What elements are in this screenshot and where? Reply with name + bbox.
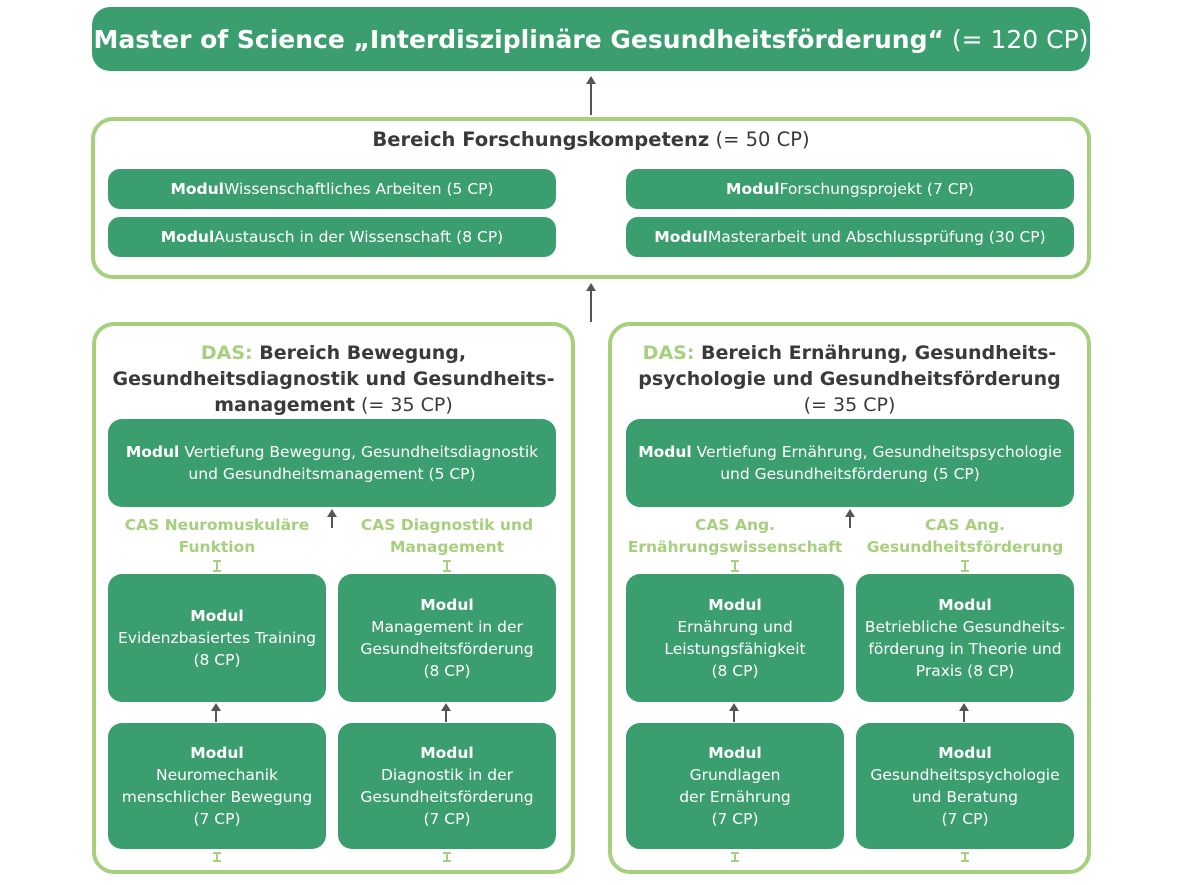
- bracket-tick: [731, 560, 739, 572]
- bracket-tick: [213, 560, 221, 572]
- module-grundlagen-ernaehrung: Modul Grundlagen der Ernährung (7 CP): [626, 723, 844, 849]
- module-forschungsprojekt: Modul Forschungsprojekt (7 CP): [626, 169, 1074, 209]
- cas-gesundheitsfoerderung: CAS Ang.Gesundheitsförderung: [866, 516, 1064, 556]
- master-program-box: Master of Science „Interdisziplinäre Ges…: [92, 7, 1090, 71]
- module-betriebliche-gesundheitsfoerderung: Modul Betriebliche Gesundheits- förderun…: [856, 574, 1074, 702]
- research-title: Bereich Forschungskompetenz (= 50 CP): [372, 128, 810, 151]
- bracket-tick: [213, 852, 221, 862]
- das-ernaehrung-title: DAS: Bereich Ernährung, Gesundheits- psy…: [638, 342, 1061, 416]
- das-bewegung-title: DAS: Bereich Bewegung, Gesundheitsdiagno…: [112, 342, 555, 416]
- module-ernaehrung-leistungsfaehigkeit: Modul Ernährung und Leistungsfähigkeit (…: [626, 574, 844, 702]
- master-credits: (= 120 CP): [943, 24, 1089, 54]
- module-evidenzbasiertes-training: Modul Evidenzbasiertes Training (8 CP): [108, 574, 326, 702]
- module-vertiefung-ernaehrung: Modul Vertiefung Ernährung, Gesundheitsp…: [626, 419, 1074, 507]
- bracket-tick: [443, 560, 451, 572]
- module-masterarbeit: Modul Masterarbeit und Abschlussprüfung …: [626, 217, 1074, 257]
- bracket-tick: [443, 852, 451, 862]
- module-diagnostik-gesundheitsfoerderung: Modul Diagnostik in der Gesundheitsförde…: [338, 723, 556, 849]
- module-neuromechanik: Modul Neuromechanik menschlicher Bewegun…: [108, 723, 326, 849]
- master-title: Master of Science „Interdisziplinäre Ges…: [93, 24, 944, 54]
- module-management-gesundheitsfoerderung: Modul Management in der Gesundheitsförde…: [338, 574, 556, 702]
- module-vertiefung-bewegung: Modul Vertiefung Bewegung, Gesundheitsdi…: [108, 419, 556, 507]
- module-austausch-wissenschaft: Modul Austausch in der Wissenschaft (8 C…: [108, 217, 556, 257]
- bracket-tick: [961, 560, 969, 572]
- bracket-tick: [731, 852, 739, 862]
- bracket-tick: [961, 852, 969, 862]
- module-wissenschaftliches-arbeiten: Modul Wissenschaftliches Arbeiten (5 CP): [108, 169, 556, 209]
- module-gesundheitspsychologie-beratung: Modul Gesundheitspsychologie und Beratun…: [856, 723, 1074, 849]
- cas-ernaehrungswissenschaft: CAS Ang.Ernährungswissenschaft: [627, 516, 843, 556]
